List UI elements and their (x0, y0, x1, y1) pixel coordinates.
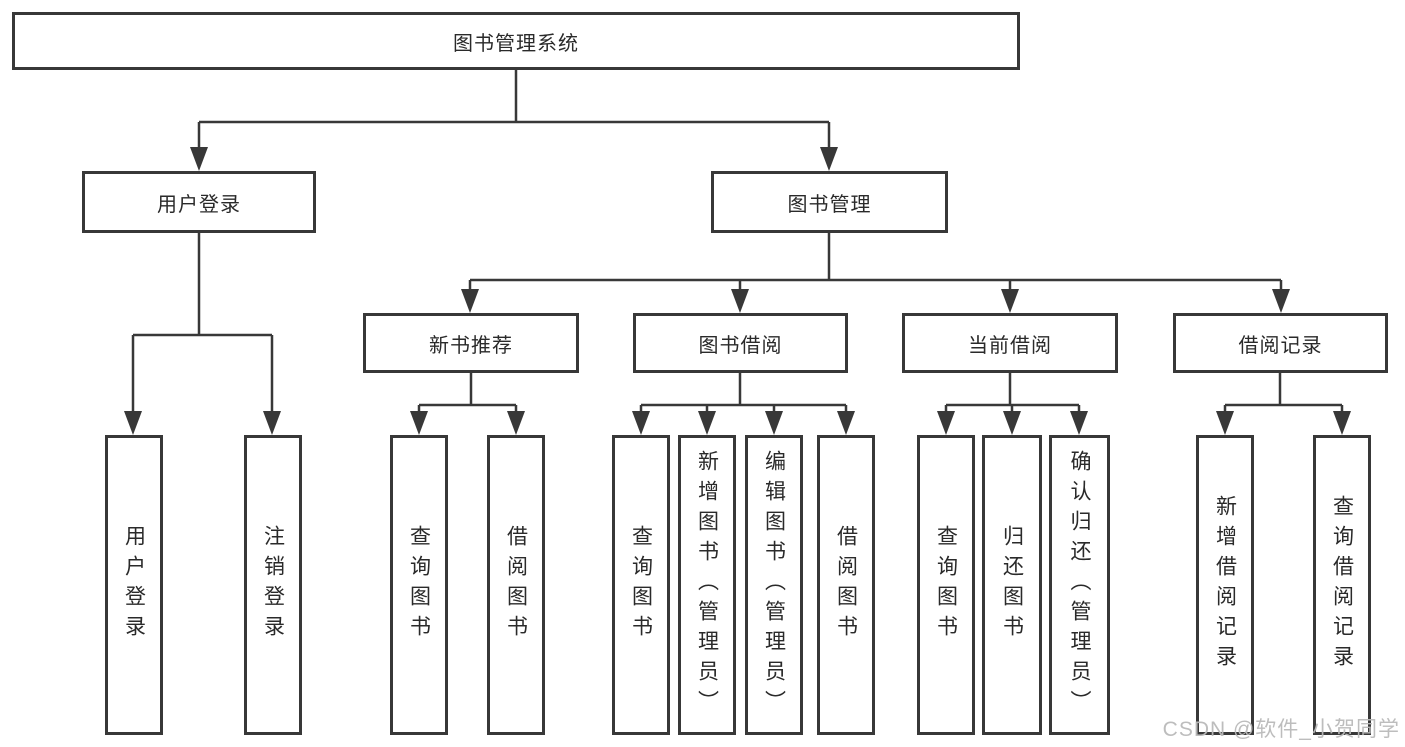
leaf-query-books-1: 查询图书 (390, 435, 448, 735)
arrow-to-leaf-user-login (124, 411, 142, 435)
arrowheads-borrow-record-children (1216, 411, 1351, 435)
leaf-return-book: 归还图书 (982, 435, 1042, 735)
leaf-query-books-2: 查询图书 (612, 435, 670, 735)
leaf-add-book-admin-label: 新增图书（管理员） (695, 450, 719, 720)
csdn-watermark: CSDN @软件_小贺同学 (1162, 718, 1400, 741)
connector-book-mgmt-children (468, 233, 1283, 292)
arrowheads-book-mgmt-children (461, 289, 1290, 313)
arrow-to-leaf-return-book (1003, 411, 1021, 435)
leaf-borrow-books-2-label: 借阅图书 (834, 525, 858, 645)
leaf-edit-book-admin: 编辑图书（管理员） (745, 435, 803, 735)
node-book-borrowing: 图书借阅 (633, 313, 848, 373)
arrowheads-book-borrow-children (632, 411, 855, 435)
leaf-query-books-3-label: 查询图书 (934, 525, 958, 645)
leaf-query-books-1-label: 查询图书 (407, 525, 431, 645)
connector-user-login-children (131, 233, 274, 414)
arrow-to-current-borrow (1001, 289, 1019, 313)
connector-current-borrow-children (944, 373, 1081, 414)
arrowheads-root-children (190, 147, 838, 171)
leaf-borrow-books-1: 借阅图书 (487, 435, 545, 735)
arrow-to-leaf-confirm-return (1070, 411, 1088, 435)
arrow-to-leaf-query-book-3 (937, 411, 955, 435)
arrow-to-new-book (461, 289, 479, 313)
arrow-to-leaf-query-record (1333, 411, 1351, 435)
arrowheads-new-book-children (410, 411, 525, 435)
connector-book-borrow-children (639, 373, 848, 414)
arrow-to-leaf-query-book-1 (410, 411, 428, 435)
leaf-borrow-books-1-label: 借阅图书 (504, 525, 528, 645)
node-current-borrowing: 当前借阅 (902, 313, 1118, 373)
leaf-query-borrow-record-label: 查询借阅记录 (1330, 495, 1354, 675)
connector-borrow-record-children (1223, 373, 1344, 414)
connector-root-children (197, 70, 831, 150)
leaf-logout-label: 注销登录 (261, 525, 285, 645)
leaf-add-borrow-record: 新增借阅记录 (1196, 435, 1254, 735)
node-user-login: 用户登录 (82, 171, 316, 233)
arrow-to-leaf-query-book-2 (632, 411, 650, 435)
leaf-return-book-label: 归还图书 (1000, 525, 1024, 645)
leaf-confirm-return-admin-label: 确认归还（管理员） (1068, 450, 1091, 720)
leaf-confirm-return-admin: 确认归还（管理员） (1049, 435, 1110, 735)
connector-new-book-children (417, 373, 518, 414)
arrow-to-leaf-logout (263, 411, 281, 435)
arrow-to-user-login (190, 147, 208, 171)
leaf-query-books-2-label: 查询图书 (629, 525, 653, 645)
node-new-book-recommendation: 新书推荐 (363, 313, 579, 373)
arrow-to-book-borrow (731, 289, 749, 313)
node-book-management: 图书管理 (711, 171, 948, 233)
arrow-to-leaf-borrow-book-1 (507, 411, 525, 435)
arrowheads-user-login-children (124, 411, 281, 435)
leaf-logout: 注销登录 (244, 435, 302, 735)
arrow-to-leaf-edit-book (765, 411, 783, 435)
node-borrowing-records: 借阅记录 (1173, 313, 1388, 373)
leaf-add-borrow-record-label: 新增借阅记录 (1213, 495, 1237, 675)
arrow-to-leaf-borrow-book-2 (837, 411, 855, 435)
leaf-add-book-admin: 新增图书（管理员） (678, 435, 736, 735)
node-library-management-system: 图书管理系统 (12, 12, 1020, 70)
arrowheads-current-borrow-children (937, 411, 1088, 435)
leaf-user-login: 用户登录 (105, 435, 163, 735)
arrow-to-borrow-record (1272, 289, 1290, 313)
arrow-to-leaf-add-record (1216, 411, 1234, 435)
arrow-to-leaf-add-book (698, 411, 716, 435)
leaf-query-borrow-record: 查询借阅记录 (1313, 435, 1371, 735)
leaf-query-books-3: 查询图书 (917, 435, 975, 735)
leaf-edit-book-admin-label: 编辑图书（管理员） (762, 450, 786, 720)
leaf-borrow-books-2: 借阅图书 (817, 435, 875, 735)
leaf-user-login-label: 用户登录 (122, 525, 146, 645)
arrow-to-book-mgmt (820, 147, 838, 171)
